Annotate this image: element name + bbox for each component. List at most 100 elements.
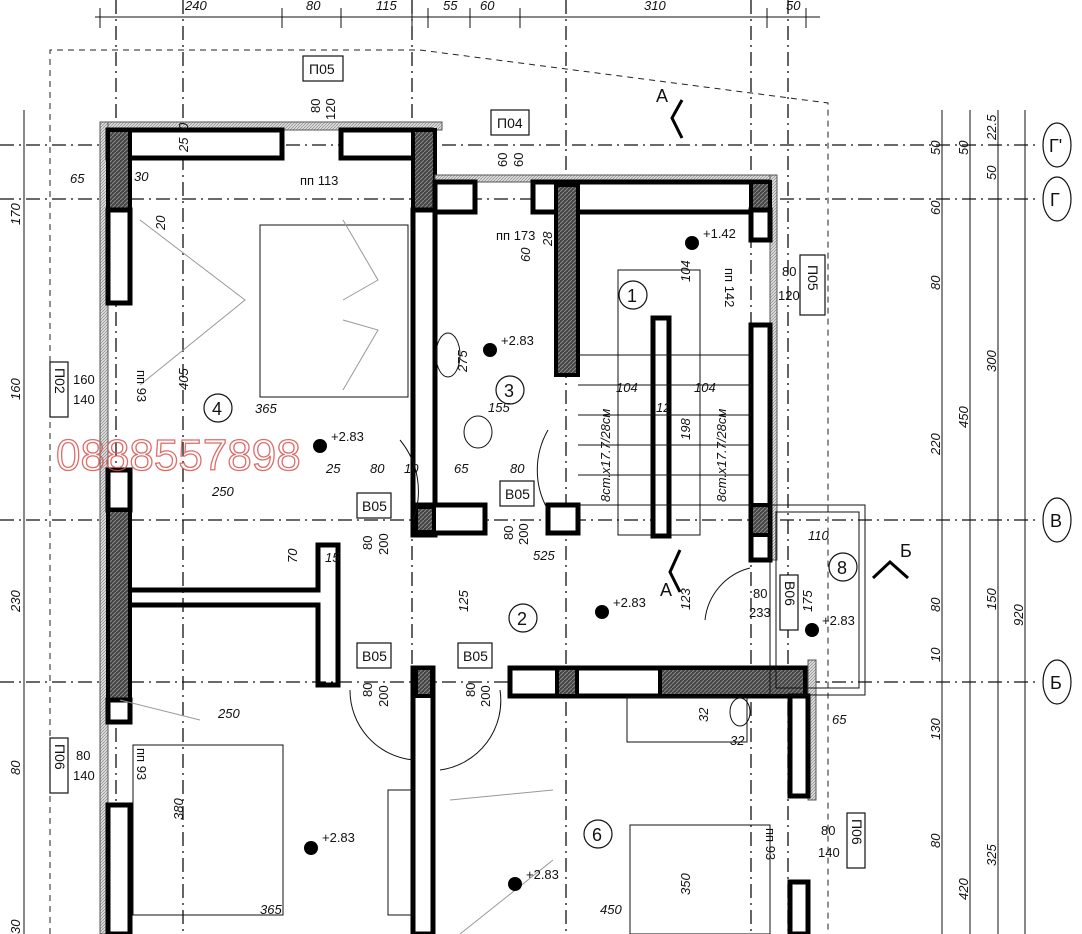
room-number: 1 [627, 286, 637, 306]
walls [99, 121, 817, 934]
opening-height: 120 [778, 288, 800, 303]
section-letter: А [660, 580, 672, 600]
sill-height: пп 93 [134, 748, 149, 780]
dim-label: 350 [678, 873, 693, 895]
dim-label: 80 [510, 461, 525, 476]
room-number: 8 [837, 558, 847, 578]
dim-label: 80 [928, 597, 943, 612]
dim-label: 50 [928, 140, 943, 155]
dim-label: 110 [808, 528, 829, 543]
opening-width: 160 [73, 372, 95, 387]
dim-label: 170 [8, 203, 23, 225]
opening-height: 200 [516, 523, 531, 545]
room-number: 2 [517, 609, 527, 629]
opening-width: 60 [495, 153, 510, 167]
room-numbers: 1 2 3 4 6 8 [203, 280, 858, 849]
stair-annotation: 8ст.х17.7/28см [714, 409, 729, 502]
dim-label: 12 [656, 400, 671, 415]
level-mark: +2.83 [501, 333, 534, 348]
level-mark: +2.83 [526, 867, 559, 882]
bed [629, 824, 771, 934]
dim-label: 28 [540, 231, 555, 247]
opening-height: 60 [511, 153, 526, 167]
dim-label: 60 [480, 0, 495, 13]
dim-label: 175 [800, 590, 815, 612]
opening-height: 140 [818, 845, 840, 860]
dim-label: 450 [956, 406, 971, 428]
dim-label: 30 [134, 169, 149, 184]
dim-label: 300 [984, 350, 999, 372]
dim-label: 10 [404, 461, 419, 476]
level-mark: +1.42 [703, 226, 736, 241]
room-number: 3 [504, 381, 514, 401]
axis-label: В [1050, 511, 1062, 531]
opening-width: 80 [821, 823, 835, 838]
dim-label: 220 [928, 433, 943, 456]
inner-dimensions: 65 30 20 25 0 405 365 250 25 80 10 65 80… [70, 122, 847, 917]
level-mark: +2.83 [322, 830, 355, 845]
dim-label: 104 [678, 260, 693, 282]
dim-label: 25 [325, 461, 341, 476]
dim-label: 55 [443, 0, 458, 13]
dim-label: 22.5 [984, 114, 999, 141]
balcony [769, 504, 866, 696]
bed [259, 224, 409, 398]
dim-label: 150 [984, 588, 999, 610]
dim-label: 25 [176, 137, 191, 153]
dim-label: 80 [928, 275, 943, 290]
dim-label: 0 [176, 122, 191, 130]
opening-width: 80 [753, 586, 767, 601]
dim-label: 65 [832, 712, 847, 727]
section-letter: А [656, 86, 668, 106]
sill-height: пп 142 [722, 268, 737, 307]
dim-label: 310 [644, 0, 666, 13]
dim-label: 65 [454, 461, 469, 476]
dim-label: 15 [325, 550, 340, 565]
dim-label: 198 [678, 418, 693, 440]
stair-annotation: 8ст.х17.7/28см [598, 409, 613, 502]
sill-height: пп 173 [496, 228, 535, 243]
opening-tag: В05 [362, 498, 387, 514]
opening-width: 80 [360, 683, 375, 697]
opening-tag: П05 [805, 265, 821, 291]
sill-height: пп 113 [300, 173, 338, 188]
dim-label: 155 [488, 400, 510, 415]
bed [132, 744, 284, 916]
dim-label: 130 [928, 718, 943, 740]
dim-label: 920 [1011, 604, 1026, 626]
opening-tag: В05 [463, 648, 488, 664]
opening-height: 200 [478, 685, 493, 707]
dim-label: 160 [8, 378, 23, 400]
opening-tag: П02 [52, 368, 68, 394]
opening-tag: П06 [849, 819, 865, 845]
dim-label: 80 [370, 461, 385, 476]
dim-label: 450 [600, 902, 622, 917]
section-letter: Б [900, 541, 912, 561]
axis-label: Б [1050, 673, 1062, 693]
axis-label: Г' [1049, 136, 1062, 156]
section-marks: А А Б [656, 86, 912, 600]
opening-width: 80 [782, 264, 796, 279]
opening-height: 140 [73, 392, 95, 407]
room-number: 4 [212, 399, 222, 419]
dim-label: 275 [455, 350, 470, 373]
dim-label: 230 [8, 590, 23, 613]
opening-width: 80 [463, 683, 478, 697]
dim-label: 405 [176, 368, 191, 390]
opening-width: 80 [360, 536, 375, 550]
dim-label: 365 [255, 401, 277, 416]
opening-height: 200 [376, 685, 391, 707]
dim-label: 60 [928, 200, 943, 215]
right-dimension-chains: 50 60 80 220 10 80 130 80 50 300 150 325… [928, 110, 1026, 934]
dim-label: 30 [8, 919, 23, 934]
dim-label: 80 [8, 760, 23, 775]
opening-tag: П06 [52, 744, 68, 770]
dim-label: 250 [217, 706, 240, 721]
furniture [119, 219, 771, 934]
dim-label: 123 [678, 588, 693, 610]
dim-label: 525 [533, 548, 555, 563]
dim-label: 115 [376, 0, 397, 13]
opening-width: 80 [308, 99, 323, 113]
top-dimension-chain: 240 80 115 55 60 310 50 [95, 0, 820, 28]
